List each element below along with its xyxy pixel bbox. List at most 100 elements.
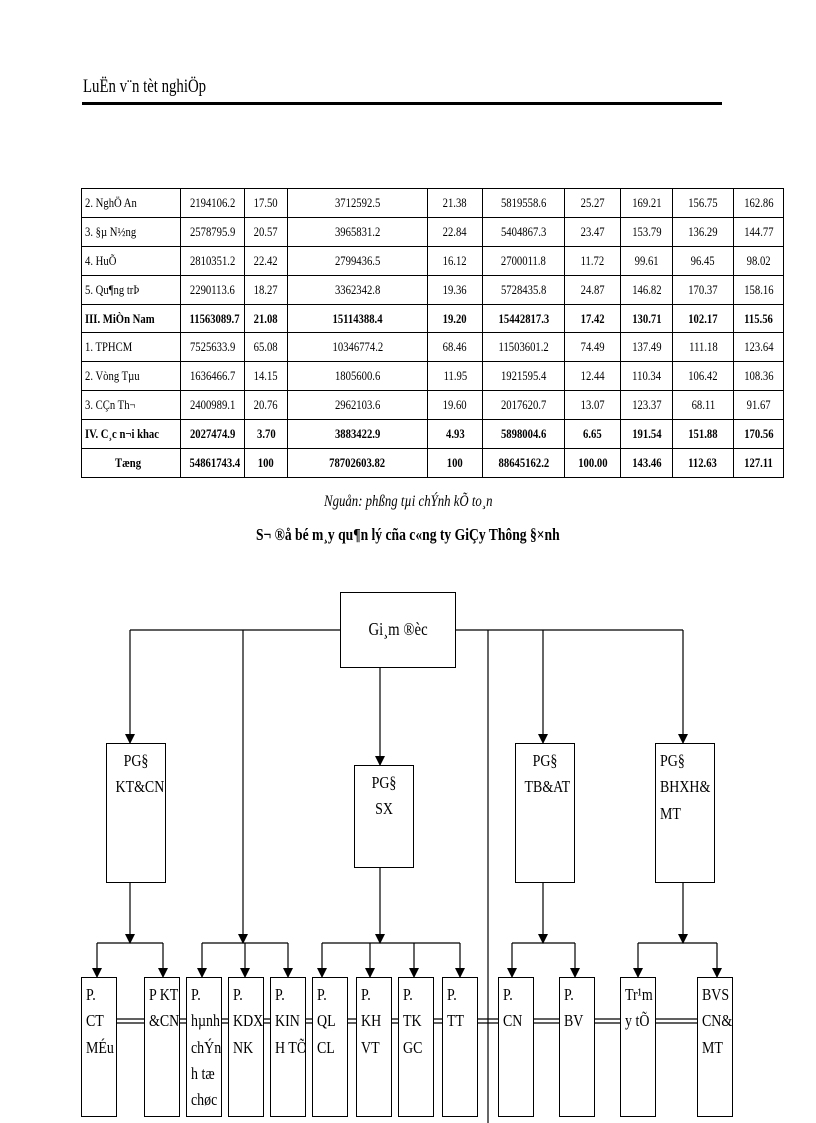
table-cell: 5404867.3 (482, 216, 565, 247)
box-text-line: hµnh (191, 1011, 220, 1031)
table-cell: 65.08 (244, 332, 288, 363)
box-text-line: P. (275, 985, 285, 1004)
table-cell: 14.15 (244, 361, 288, 392)
box-text-line: MT (702, 1037, 723, 1057)
department-box-kt-cn: P KT&CN (144, 977, 180, 1117)
department-box-kinh-te: P. KIN H TÕ (270, 977, 306, 1117)
table-cell: 1636466.7 (180, 361, 245, 392)
box-text-line: MT (660, 803, 681, 823)
box-text-line: CN& (702, 1011, 733, 1031)
table-cell: 24.87 (564, 274, 621, 305)
box-text-line: KT&CN (115, 777, 165, 797)
box-text-line: P KT (149, 985, 179, 1004)
box-text-line: CT (86, 1011, 104, 1031)
department-box-tt: P.TT (442, 977, 478, 1117)
box-text-line: BHXH& (660, 777, 711, 797)
box-text-line: P. (403, 985, 413, 1004)
box-text-line: P. (361, 985, 371, 1004)
table-cell: 21.38 (427, 188, 483, 218)
table-cell: 100.00 (564, 448, 621, 478)
table-cell: 144.77 (733, 216, 784, 247)
document-header-title: LuËn v¨n tèt nghiÖp (83, 76, 207, 97)
box-text-line: chÝn (191, 1037, 222, 1057)
box-text-line: H TÕ (275, 1037, 306, 1057)
table-cell: 16.12 (427, 245, 483, 276)
box-text-line: QL (317, 1011, 336, 1031)
box-text-line: P. (564, 985, 574, 1004)
table-cell: 151.88 (672, 419, 734, 450)
table-cell: 11.72 (564, 245, 621, 276)
department-box-cn: P. CN (498, 977, 534, 1117)
box-text-line: P. (233, 985, 243, 1004)
row-label-cell: 2. Vòng Tµu (81, 361, 181, 392)
department-box-hanh-chinh: P. hµnh chÝn h tæ chøc (186, 977, 222, 1117)
box-text-line: KIN (275, 1011, 300, 1031)
table-cell: 106.42 (672, 361, 734, 392)
box-text-line: chøc (191, 1090, 218, 1110)
table-cell: 3712592.5 (287, 188, 428, 218)
row-label-cell: 5. Qu¶ng trÞ (81, 274, 181, 305)
department-box-bv: P.BV (559, 977, 595, 1117)
table-cell: 2290113.6 (180, 274, 245, 305)
row-label-cell: 3. §µ N½ng (81, 216, 181, 247)
table-cell: 123.64 (733, 332, 784, 363)
box-text-line: KDX (233, 1011, 264, 1031)
table-cell: 127.11 (733, 448, 784, 478)
table-cell: 11503601.2 (482, 332, 565, 363)
table-cell: 100 (244, 448, 288, 478)
box-text-line: CN (503, 1011, 523, 1031)
table-cell: 2962103.6 (287, 390, 428, 421)
table-cell: 18.27 (244, 274, 288, 305)
table-cell: 78702603.82 (287, 448, 428, 478)
box-text-line: y tÕ (625, 1011, 650, 1031)
table-cell: 130.71 (620, 303, 673, 334)
table-cell: 115.56 (733, 303, 784, 334)
row-label-cell: 2. NghÖ An (81, 188, 181, 218)
box-text-line: P. (317, 985, 327, 1004)
box-text-line: P. (86, 985, 96, 1004)
table-cell: 17.42 (564, 303, 621, 334)
table-cell: 158.16 (733, 274, 784, 305)
box-text-line: P. (191, 985, 201, 1004)
table-cell: 68.46 (427, 332, 483, 363)
table-cell: 99.61 (620, 245, 673, 276)
table-cell: 10346774.2 (287, 332, 428, 363)
table-cell: 91.67 (733, 390, 784, 421)
table-cell: 143.46 (620, 448, 673, 478)
table-cell: 3965831.2 (287, 216, 428, 247)
table-cell: 19.20 (427, 303, 483, 334)
org-chart-title: S¬ ®å bé m¸y qu¶n lý cña c«ng ty GiÇy Th… (256, 525, 560, 544)
deputy-box-kt: PG§ KT&CN (106, 743, 166, 883)
table-cell: 5898004.6 (482, 419, 565, 450)
deputy-box-sx: PG§SX (354, 765, 414, 868)
table-cell: 22.84 (427, 216, 483, 247)
table-cell: 19.36 (427, 274, 483, 305)
table-cell: 23.47 (564, 216, 621, 247)
deputy-box-tb: PG§ TB&AT (515, 743, 575, 883)
table-cell: 6.65 (564, 419, 621, 450)
table-cell: 20.76 (244, 390, 288, 421)
table-cell: 2400989.1 (180, 390, 245, 421)
box-text-line: PG§ (123, 751, 149, 770)
box-text-line: h tæ (191, 1064, 215, 1084)
box-text-line: PG§ (532, 751, 558, 770)
table-cell: 112.63 (672, 448, 734, 478)
table-cell: 111.18 (672, 332, 734, 363)
box-text-line: TB&AT (524, 777, 571, 797)
table-cell: 13.07 (564, 390, 621, 421)
table-cell: 100 (427, 448, 483, 478)
box-text-line: P. (503, 985, 513, 1004)
table-cell: 170.56 (733, 419, 784, 450)
header-divider (82, 102, 722, 105)
table-cell: 162.86 (733, 188, 784, 218)
table-cell: 68.11 (672, 390, 734, 421)
